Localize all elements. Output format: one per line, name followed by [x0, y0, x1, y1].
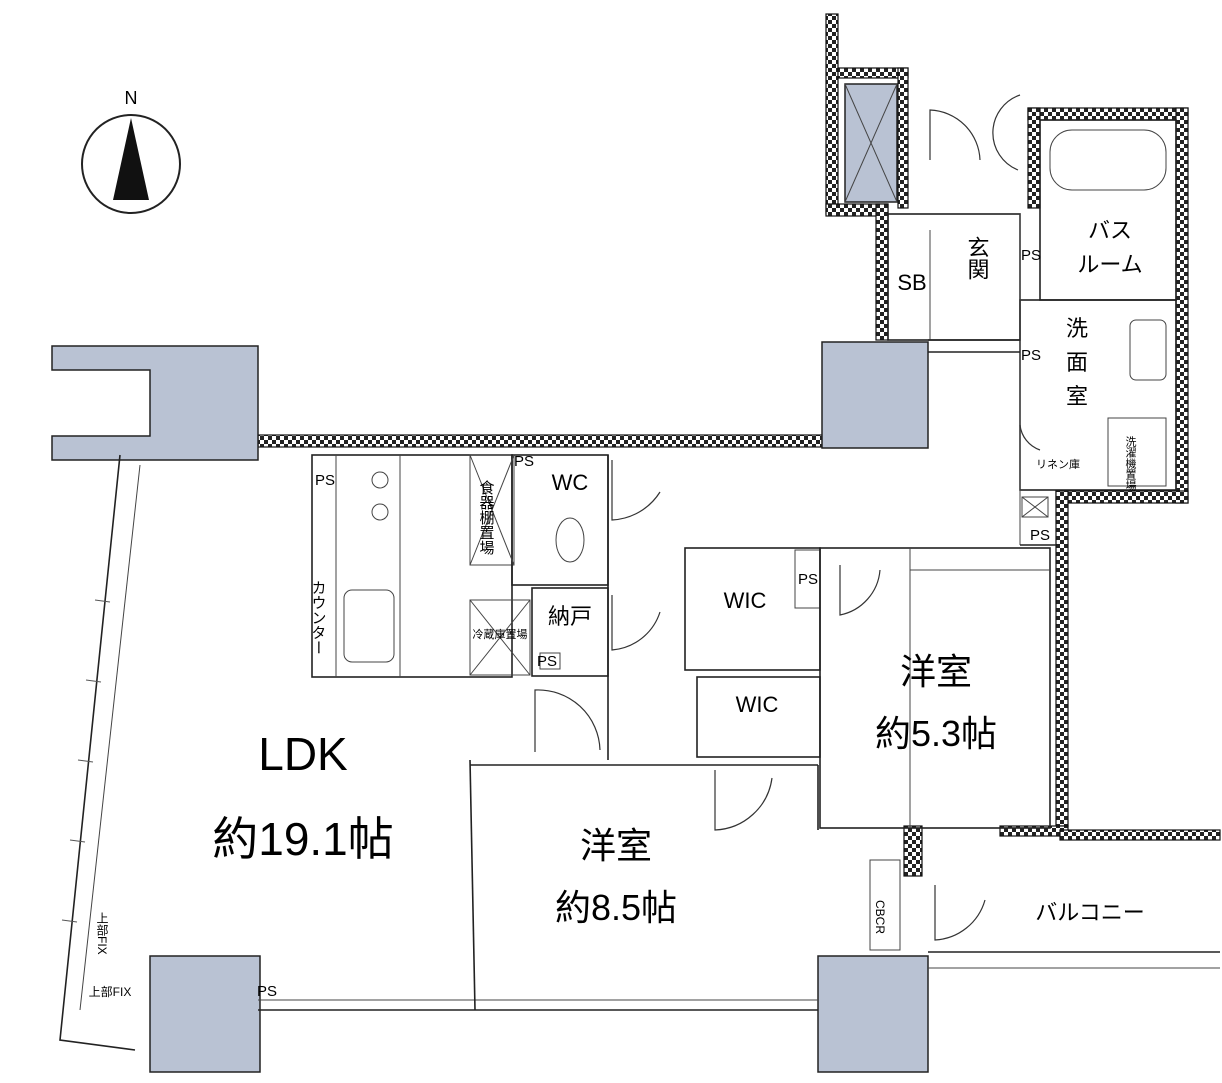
- ps-label: PS: [1021, 247, 1041, 264]
- bathroom-label-line2: ルーム: [1077, 252, 1142, 277]
- ps-label: PS: [1021, 347, 1041, 364]
- ps-box: [1021, 496, 1049, 518]
- ps-label: PS: [257, 983, 277, 1000]
- counter-label: カウンター: [310, 580, 327, 655]
- partitions: [59, 119, 1220, 1051]
- window-fix-label: 上部FIX: [89, 984, 132, 999]
- ps-label: PS: [798, 571, 818, 588]
- fridge-label: 冷蔵庫置場: [473, 627, 528, 641]
- window-ticks: [61, 599, 111, 923]
- washroom-label-line1: 洗: [1066, 316, 1088, 341]
- compass-circle: [81, 114, 181, 214]
- western-large-name: 洋室: [580, 825, 652, 866]
- washroom-label-line3: 室: [1066, 384, 1088, 409]
- washer-label: 洗濯機置場: [1124, 436, 1137, 492]
- ps-box: [539, 652, 561, 670]
- annotations: PS PS PS PS PS PS PS PS カウンター 食器棚置場 冷蔵庫置…: [89, 247, 1137, 1000]
- column-top-left: [51, 345, 259, 461]
- fixtures: [343, 319, 1167, 676]
- column-top-center: [821, 341, 929, 449]
- ps-label: PS: [1030, 527, 1050, 544]
- doors: [534, 94, 1041, 941]
- compass: N: [81, 88, 181, 214]
- western-small-name: 洋室: [900, 651, 972, 692]
- columns: [51, 83, 929, 1073]
- balcony-label: バルコニー: [1035, 900, 1145, 925]
- wc-label: WC: [552, 470, 589, 495]
- storage-label: 納戸: [548, 604, 592, 629]
- entrance-label: 玄関: [965, 236, 990, 280]
- ldk-name: LDK: [258, 728, 348, 780]
- ps-label: PS: [537, 653, 557, 670]
- sink: [343, 589, 395, 663]
- linen-label: リネン庫: [1036, 457, 1080, 471]
- north-label: N: [125, 88, 138, 108]
- column-bottom-center: [817, 955, 929, 1073]
- shoe-box-label: SB: [897, 270, 926, 295]
- bathroom-label-line1: バス: [1088, 218, 1132, 243]
- north-arrow-icon: [113, 118, 149, 200]
- wic1-label: WIC: [724, 588, 767, 613]
- washbasin: [1129, 319, 1167, 381]
- washroom-label-line2: 面: [1066, 350, 1088, 375]
- ldk-size: 約19.1帖: [212, 813, 394, 865]
- window-fix-vertical-label: 上部FIX: [95, 912, 109, 955]
- toilet: [555, 517, 585, 563]
- ps-label: PS: [315, 472, 335, 489]
- western-small-size: 約5.3帖: [875, 713, 997, 754]
- column-bottom-left: [149, 955, 261, 1073]
- exterior-walls: [257, 13, 1221, 877]
- western-large-size: 約8.5帖: [555, 887, 677, 928]
- ps-label: PS: [514, 453, 534, 470]
- stove-burner: [371, 471, 389, 489]
- dishwasher-label: 食器棚置場: [478, 480, 495, 555]
- wic2-label: WIC: [736, 692, 779, 717]
- stove-burner: [371, 503, 389, 521]
- cbcr-label: CBCR: [873, 900, 887, 934]
- room-labels: LDK 約19.1帖 洋室 約8.5帖 洋室 約5.3帖 玄関 SB バス ルー…: [212, 218, 1145, 928]
